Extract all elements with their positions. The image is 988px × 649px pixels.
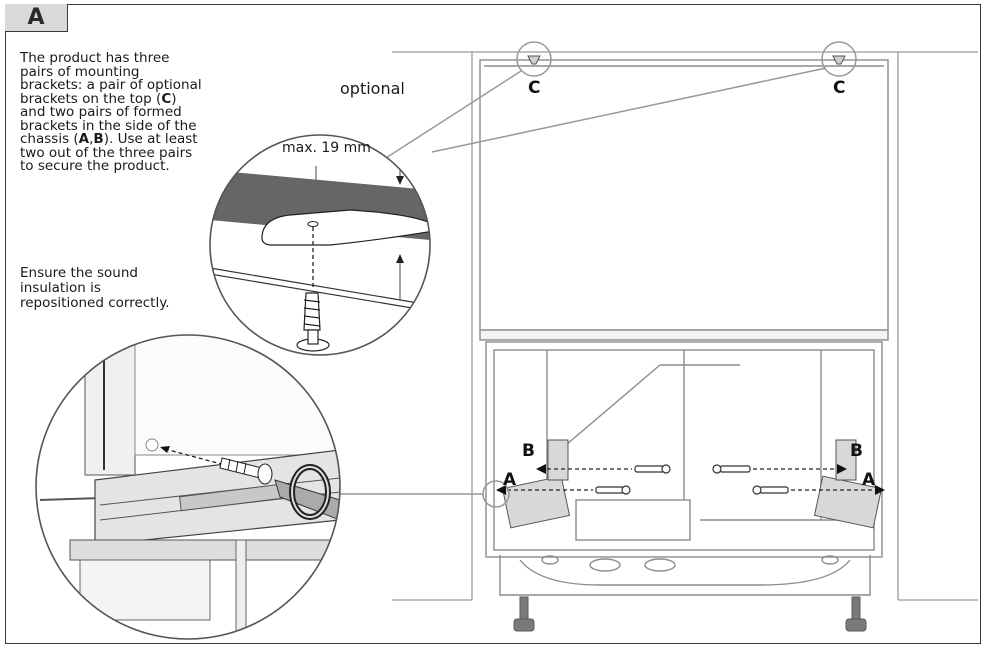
ref-c: C (161, 90, 172, 107)
insulation-note: Ensure the sound insulation is repositio… (20, 265, 170, 311)
ref-b: B (93, 131, 104, 147)
figure-frame (5, 4, 981, 644)
label-a-right: A (862, 470, 876, 490)
label-c-left: C (528, 78, 541, 98)
zoom-circle-top (209, 134, 431, 356)
text-part: The product has three pairs of mounting … (20, 50, 202, 107)
text-part: ). Use at least two out of the three pai… (20, 131, 198, 174)
max-depth-label: max. 19 mm (282, 140, 371, 156)
screwdriver-icon (274, 464, 340, 521)
bracket-icon (501, 439, 883, 529)
top-brackets (527, 55, 846, 65)
appliance-feet (513, 596, 867, 632)
figure-tag: A (5, 4, 68, 32)
screw-icon (296, 292, 330, 352)
screw-paths (500, 468, 880, 491)
appliance-door (479, 59, 889, 596)
label-b-right: B (850, 441, 863, 461)
text-part: ) and two pairs of formed brackets in th… (20, 90, 197, 147)
screw-icon (219, 457, 273, 485)
zoom-detail-top (210, 135, 430, 355)
zoom-circle-side (35, 334, 341, 640)
instruction-paragraph: The product has three pairs of mounting … (20, 50, 205, 174)
top-bracket-callouts (330, 41, 857, 508)
text-part: , (89, 131, 94, 147)
optional-label: optional (340, 79, 405, 98)
screw-icon (595, 464, 789, 495)
zoom-detail-side (36, 335, 340, 639)
label-b-left: B (522, 441, 535, 461)
label-a-left: A (503, 470, 517, 490)
arrow-heads (496, 464, 885, 495)
ref-a: A (78, 131, 90, 147)
label-c-right: C (833, 78, 846, 98)
